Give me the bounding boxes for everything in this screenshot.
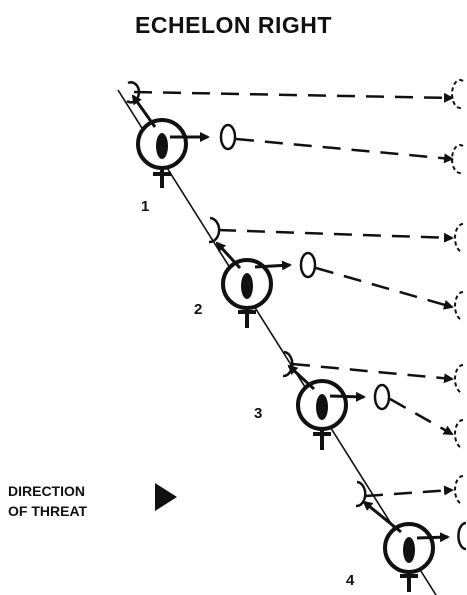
vehicle-number-4: 4 [346, 572, 355, 589]
page-title: ECHELON RIGHT [135, 12, 332, 38]
vehicle-number-3: 3 [254, 405, 263, 422]
vehicle-3 [282, 350, 464, 450]
direction-label-line-2: OF THREAT [8, 503, 88, 519]
vehicle-number-2: 2 [194, 301, 203, 318]
vehicle-number-1: 1 [141, 198, 150, 215]
direction-label-line-1: DIRECTION [8, 483, 85, 499]
triangle-right-icon [155, 483, 177, 511]
vehicle-2 [208, 216, 464, 328]
vehicle-4 [355, 475, 467, 592]
vehicle-1 [126, 79, 464, 188]
direction-of-threat-label: DIRECTION OF THREAT [8, 481, 87, 521]
